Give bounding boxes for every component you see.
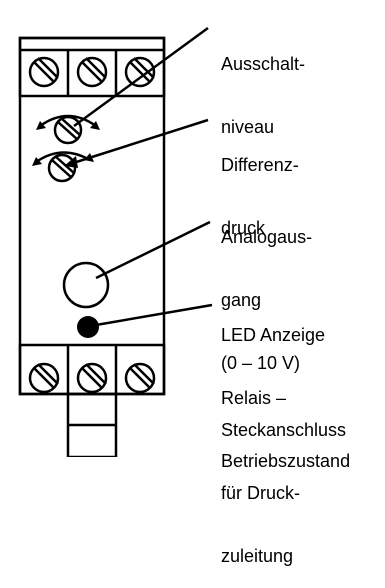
label-steckanschluss: Steckanschluss für Druck- zuleitung [221, 420, 347, 566]
screw-icon [124, 56, 156, 88]
arrow-head-differenz [64, 156, 78, 168]
cutoff-level-potentiometer[interactable] [36, 114, 100, 145]
leader-line-analog [95, 220, 211, 280]
screw-icon [76, 56, 108, 88]
analog-output-socket [62, 261, 110, 309]
screw-icon [28, 56, 60, 88]
top-terminal-block [18, 36, 166, 98]
screw-icon [76, 362, 108, 394]
leader-line-differenz [69, 118, 209, 166]
label-analogausgang: Analogaus- gang (0 – 10 V) [221, 227, 313, 373]
differential-pressure-potentiometer[interactable] [32, 151, 94, 183]
device-housing [18, 36, 166, 396]
pressure-switch-diagram [18, 26, 213, 457]
relay-status-led [77, 316, 99, 338]
leader-line-ausschalt [73, 26, 209, 128]
screw-icon [28, 362, 60, 394]
screw-icon [124, 362, 156, 394]
label-differenzdruck: Differenz- druck [221, 155, 299, 238]
bottom-screws [28, 362, 156, 394]
label-ausschaltniveau: Ausschalt- niveau [221, 54, 306, 137]
top-screws [28, 56, 156, 88]
leader-line-led [95, 303, 213, 327]
